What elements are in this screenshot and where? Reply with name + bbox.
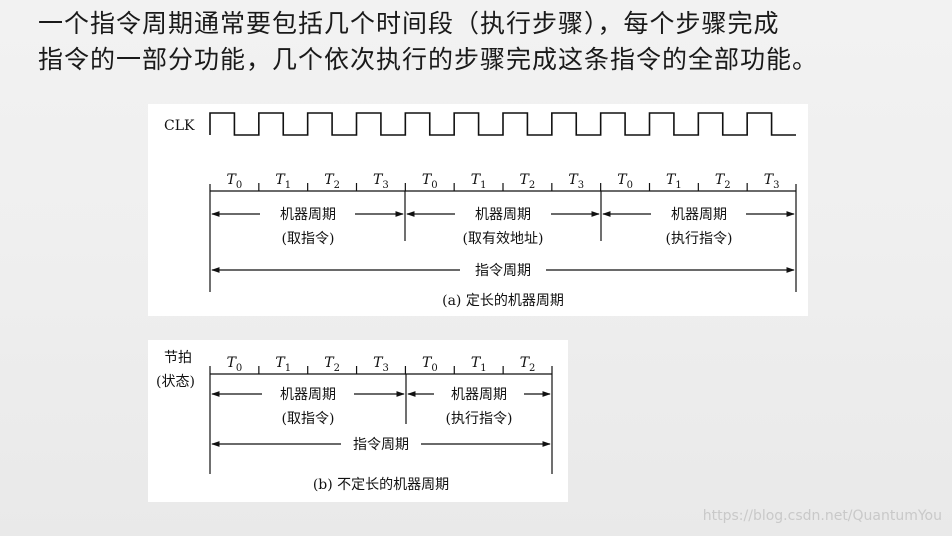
tick-label: T0: [227, 355, 243, 374]
tick-row-b: T0 T1 T2 T3 T0 T1 T2: [227, 355, 536, 374]
tick-label: T3: [764, 172, 780, 191]
mc3-sub: (执行指令): [666, 231, 733, 247]
clk-label: CLK: [164, 118, 195, 134]
tick-label: T0: [422, 355, 438, 374]
mcb1-sub: (取指令): [282, 411, 335, 427]
tick-label: T0: [422, 172, 438, 191]
mcb1-label: 机器周期: [280, 387, 336, 403]
tick-label: T2: [715, 172, 731, 191]
tick-label: T2: [520, 172, 536, 191]
tick-separators-b: [258, 366, 504, 374]
row-label-state: (状态): [156, 374, 195, 390]
tick-label: T1: [666, 172, 682, 191]
watermark: https://blog.csdn.net/QuantumYou: [702, 508, 942, 524]
tick-label: T1: [275, 172, 291, 191]
tick-label: T1: [471, 355, 487, 374]
caption-b: (b) 不定长的机器周期: [313, 477, 449, 493]
tick-separators-a: [258, 183, 748, 191]
mc2-label: 机器周期: [475, 207, 531, 223]
diagram-b-panel: 节拍 (状态) T0 T1 T2 T3 T0 T1 T2 机器周期 (取指令) 机器周期 (…: [148, 340, 568, 502]
row-label-beat: 节拍: [164, 350, 192, 366]
tick-label: T1: [471, 172, 487, 191]
intro-line-1: 一个指令周期通常要包括几个时间段（执行步骤），每个步骤完成: [38, 9, 780, 38]
tick-label: T0: [617, 172, 633, 191]
mcb2-label: 机器周期: [451, 387, 507, 403]
tick-label: T1: [275, 355, 291, 374]
tick-label: T3: [568, 172, 584, 191]
tick-label: T0: [227, 172, 243, 191]
mc3-label: 机器周期: [671, 207, 727, 223]
intro-text: 一个指令周期通常要包括几个时间段（执行步骤），每个步骤完成 指令的一部分功能，几…: [38, 6, 938, 78]
mc1-sub: (取指令): [282, 231, 335, 247]
mcb2-sub: (执行指令): [446, 411, 513, 427]
tick-label: T2: [324, 355, 340, 374]
ic-a-label: 指令周期: [475, 263, 531, 279]
tick-label: T2: [324, 172, 340, 191]
tick-label: T3: [373, 172, 389, 191]
tick-label: T2: [520, 355, 536, 374]
mc2-sub: (取有效地址): [463, 231, 544, 247]
clk-waveform: [209, 112, 796, 136]
caption-a: (a) 定长的机器周期: [442, 293, 564, 309]
diagram-b: 节拍 (状态) T0 T1 T2 T3 T0 T1 T2 机器周期 (取指令) 机器周期 (…: [156, 350, 553, 493]
tick-label: T3: [373, 355, 389, 374]
tick-row-a: T0 T1 T2 T3 T0 T1 T2 T3 T0 T1 T2 T3: [227, 172, 780, 191]
ic-b-label: 指令周期: [353, 437, 409, 453]
intro-line-2: 指令的一部分功能，几个依次执行的步骤完成这条指令的全部功能。: [38, 45, 819, 74]
mc1-label: 机器周期: [280, 207, 336, 223]
